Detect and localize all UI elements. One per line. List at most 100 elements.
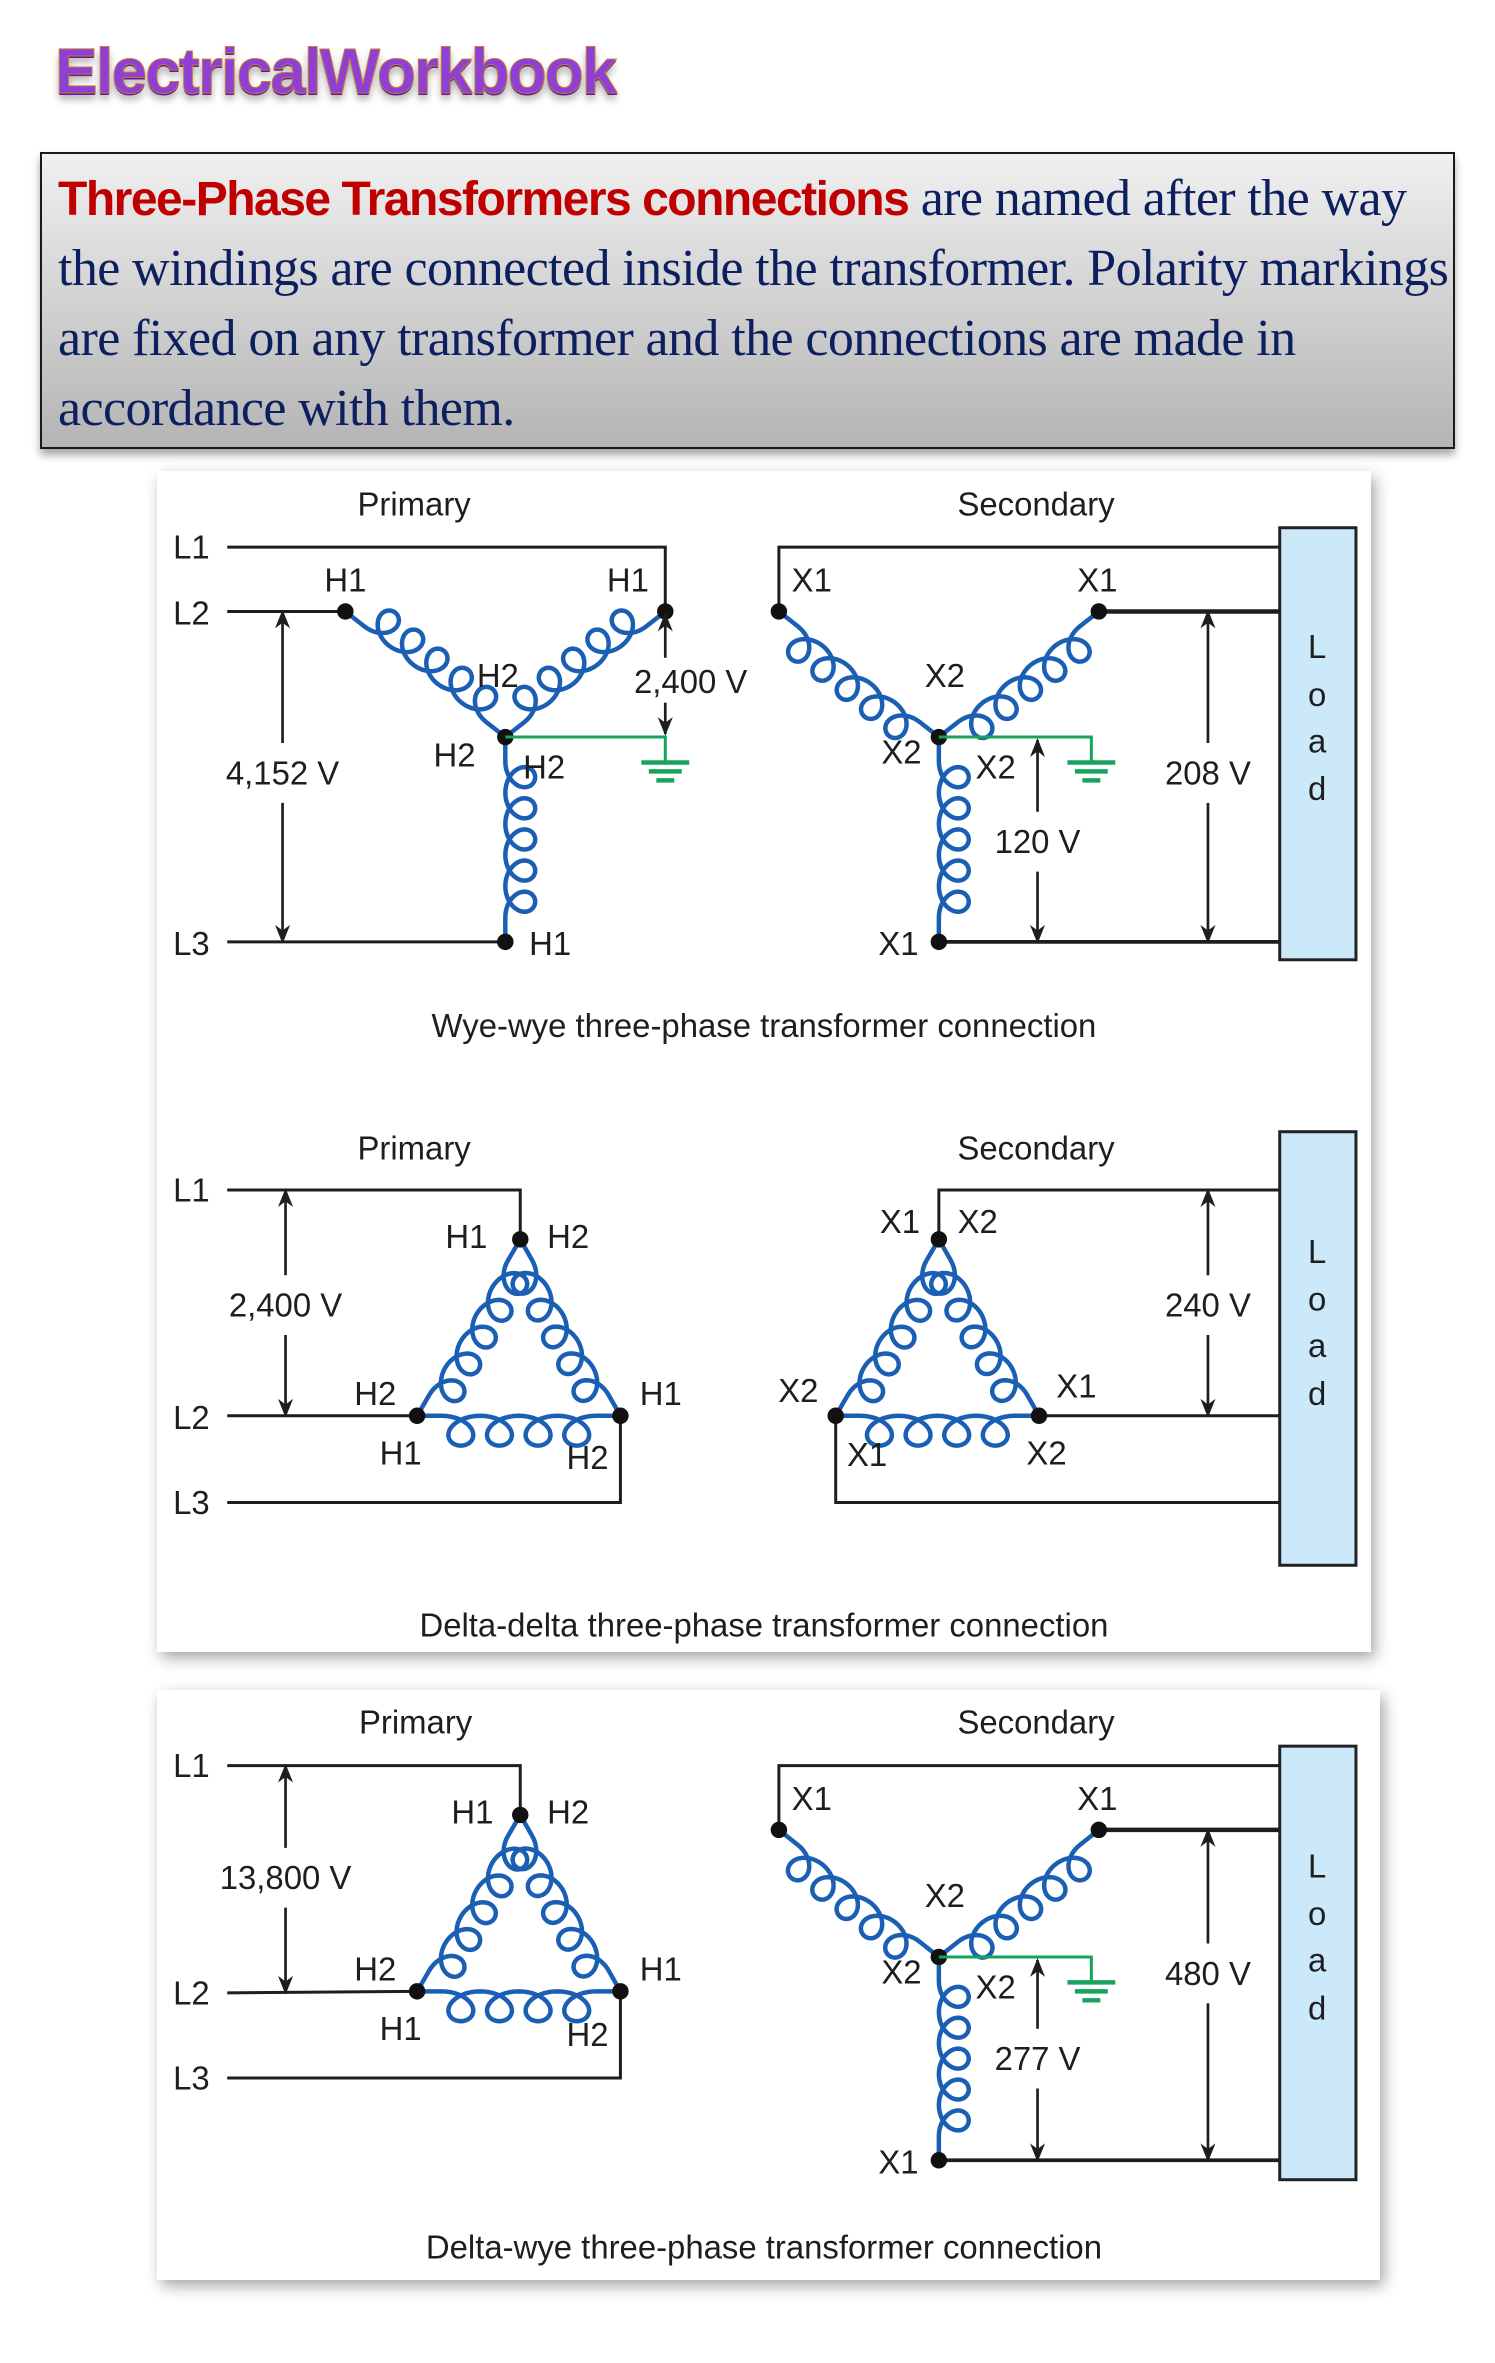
label: d bbox=[1308, 1375, 1326, 1412]
label: H1 bbox=[445, 1218, 487, 1255]
label: L3 bbox=[173, 1484, 210, 1521]
wire bbox=[227, 545, 667, 612]
label: H2 bbox=[567, 2016, 609, 2053]
winding-coil bbox=[936, 737, 972, 942]
label: 208 V bbox=[1165, 754, 1251, 791]
label: a bbox=[1308, 1327, 1327, 1364]
terminal-dot bbox=[770, 1821, 788, 1839]
label: H1 bbox=[451, 1793, 493, 1830]
label: 2,400 V bbox=[229, 1287, 342, 1324]
label: X2 bbox=[925, 1877, 965, 1914]
terminal-dot bbox=[930, 2152, 948, 2169]
label: o bbox=[1308, 1281, 1326, 1318]
load-box bbox=[1278, 526, 1358, 962]
label: Primary bbox=[357, 1130, 471, 1167]
label: L1 bbox=[173, 1747, 210, 1784]
label: X1 bbox=[792, 562, 832, 599]
label: X2 bbox=[958, 1203, 998, 1240]
terminal-dot bbox=[930, 933, 948, 951]
label: H2 bbox=[433, 736, 475, 773]
wire bbox=[227, 1991, 622, 2080]
load-box bbox=[1278, 1744, 1358, 2182]
label: L bbox=[1308, 1233, 1326, 1270]
winding-coil bbox=[929, 1238, 1041, 1417]
label: H1 bbox=[529, 925, 571, 962]
ground-wire bbox=[505, 735, 667, 763]
label: X2 bbox=[976, 748, 1016, 785]
label: X1 bbox=[1077, 1780, 1117, 1817]
label: o bbox=[1308, 1895, 1326, 1932]
winding-coil bbox=[415, 1813, 530, 1993]
label: X1 bbox=[878, 925, 918, 962]
winding-coil bbox=[510, 1238, 623, 1417]
label: H2 bbox=[354, 1375, 396, 1412]
wire bbox=[227, 1764, 522, 1815]
label: L bbox=[1308, 628, 1326, 665]
label: L1 bbox=[173, 1172, 210, 1209]
terminal-dot bbox=[512, 1231, 529, 1248]
wire bbox=[227, 1188, 522, 1240]
label: Secondary bbox=[957, 1130, 1115, 1167]
intro-body: are named after the way the windings are… bbox=[58, 170, 1449, 437]
label: X1 bbox=[1056, 1367, 1096, 1404]
label: X2 bbox=[1026, 1435, 1066, 1472]
label: L1 bbox=[173, 529, 210, 566]
label: Secondary bbox=[957, 485, 1115, 522]
terminal-dot bbox=[612, 1407, 629, 1424]
winding-coil bbox=[503, 737, 538, 942]
label: L2 bbox=[173, 1974, 210, 2011]
terminal-dot bbox=[827, 1407, 844, 1424]
load-box bbox=[1278, 1130, 1358, 1567]
winding-coil bbox=[503, 608, 667, 739]
winding-coil bbox=[417, 1989, 621, 2024]
winding-coil bbox=[937, 1828, 1101, 1960]
winding-coil bbox=[936, 1956, 972, 2161]
winding-coil bbox=[835, 1413, 1040, 1448]
wire bbox=[227, 1989, 418, 1995]
label: H1 bbox=[607, 562, 649, 599]
label: Primary bbox=[359, 1704, 473, 1741]
label: X1 bbox=[847, 1436, 887, 1473]
winding-coil bbox=[510, 1813, 623, 1993]
intro-box: Three-Phase Transformers connections are… bbox=[40, 152, 1455, 449]
terminal-dot bbox=[408, 1407, 426, 1424]
label: L2 bbox=[173, 1399, 210, 1436]
winding-coil bbox=[417, 1413, 621, 1448]
label: H2 bbox=[354, 1950, 396, 1987]
wire bbox=[777, 545, 1280, 612]
label: H2 bbox=[547, 1793, 589, 1830]
terminal-dot bbox=[770, 603, 788, 620]
winding-coil bbox=[777, 1828, 941, 1960]
winding-coil bbox=[937, 609, 1101, 741]
wire bbox=[227, 1415, 622, 1504]
label: L3 bbox=[173, 2060, 210, 2097]
winding-coil bbox=[777, 609, 941, 741]
terminal-dot bbox=[930, 1231, 948, 1248]
terminal-dot bbox=[512, 1806, 529, 1824]
label: L3 bbox=[173, 925, 210, 962]
label: H1 bbox=[640, 1950, 682, 1987]
terminal-dot bbox=[337, 603, 354, 620]
label: d bbox=[1308, 770, 1326, 807]
wire bbox=[834, 1415, 1280, 1504]
label: H2 bbox=[477, 657, 519, 694]
label: X2 bbox=[778, 1372, 818, 1409]
winding-coil bbox=[833, 1238, 948, 1417]
label: 480 V bbox=[1165, 1955, 1251, 1992]
diagram-panel-wye-wye-delta-delta bbox=[157, 471, 1371, 1652]
winding-coil bbox=[415, 1238, 530, 1417]
label: H1 bbox=[640, 1375, 682, 1412]
label: X2 bbox=[881, 1953, 921, 1990]
wire bbox=[937, 1188, 1280, 1240]
label: H2 bbox=[523, 748, 565, 785]
brand-logo: ElectricalWorkbook bbox=[54, 35, 617, 108]
winding-coil bbox=[343, 608, 507, 739]
terminal-dot bbox=[1090, 1821, 1108, 1839]
label: 2,400 V bbox=[634, 663, 747, 700]
intro-text: Three-Phase Transformers connections are… bbox=[42, 154, 1453, 444]
label: X1 bbox=[878, 2143, 918, 2180]
label: H1 bbox=[380, 1435, 422, 1472]
ground-wire bbox=[938, 735, 1093, 763]
terminal-dot bbox=[497, 933, 514, 951]
